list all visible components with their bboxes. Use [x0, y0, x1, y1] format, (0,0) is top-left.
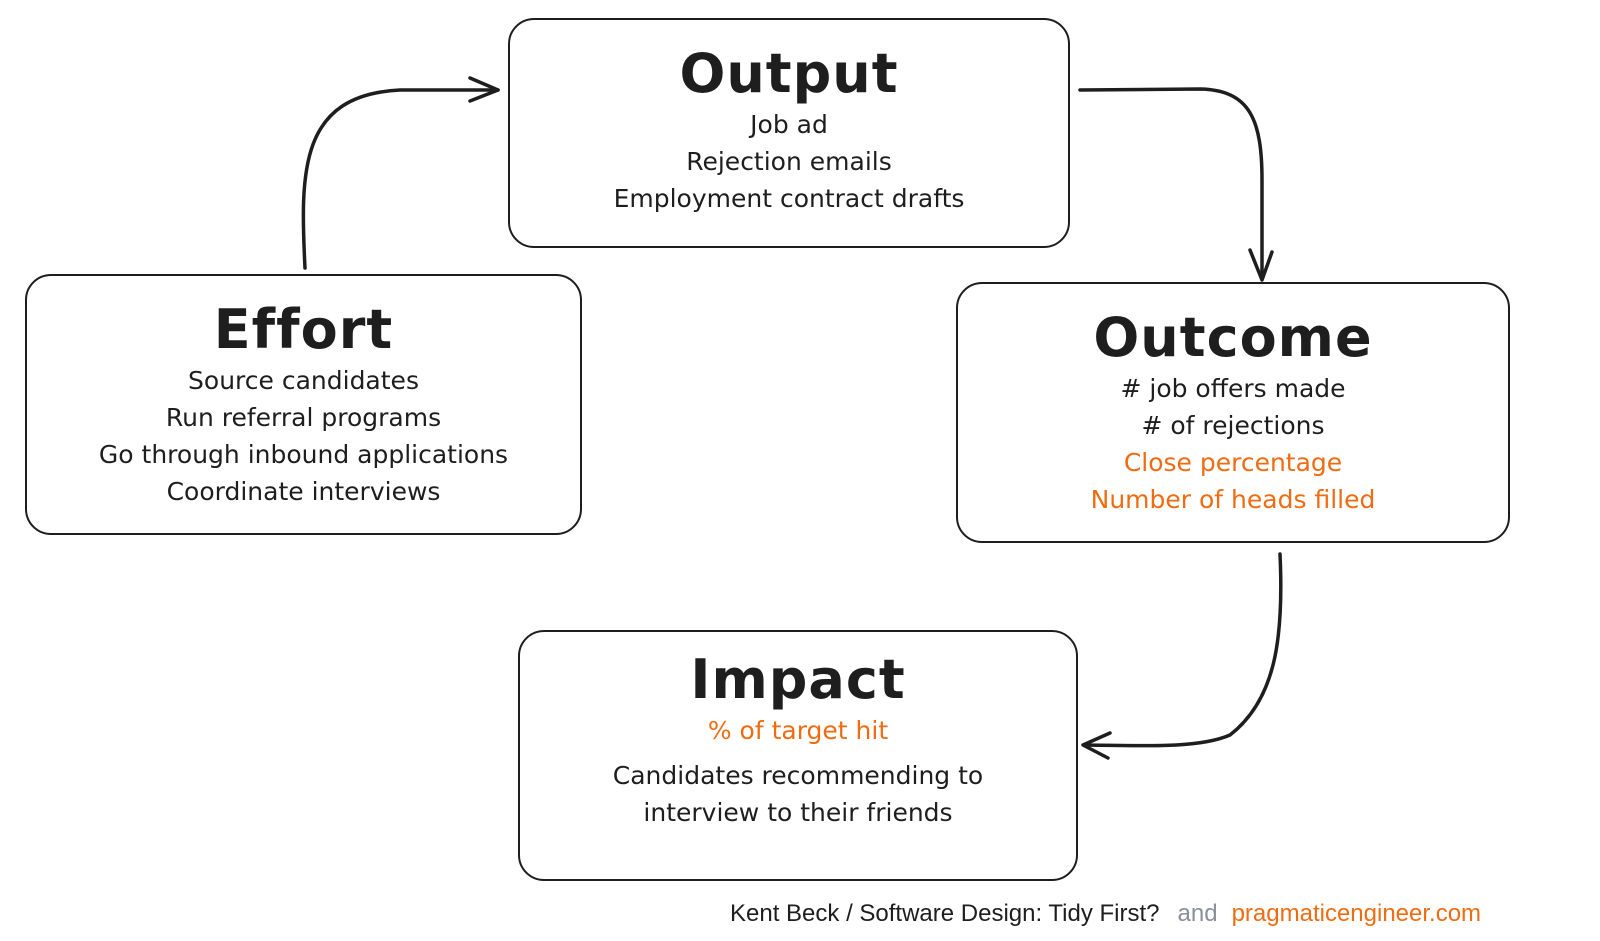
effort-item: Go through inbound applications	[98, 440, 509, 469]
outcome-item: # of rejections	[1141, 411, 1325, 440]
output-item: Job ad	[750, 110, 828, 139]
credit-and: and	[1177, 900, 1218, 927]
output-title: Output	[679, 42, 899, 105]
outcome-item: Close percentage	[1123, 448, 1343, 477]
arrowhead-outcome	[1248, 248, 1274, 282]
effort-item: Coordinate interviews	[166, 477, 441, 506]
credit-book: Kent Beck / Software Design: Tidy First?	[730, 900, 1160, 927]
effort-item: Source candidates	[188, 366, 419, 395]
output-item: Rejection emails	[686, 147, 892, 176]
arrow-effort-to-output	[301, 88, 500, 270]
impact-item: Candidates recommending to	[612, 761, 984, 790]
arrowhead-impact	[1081, 731, 1112, 760]
impact-item: interview to their friends	[643, 798, 953, 827]
credit-line: Kent Beck / Software Design: Tidy First?…	[730, 896, 1481, 932]
arrow-outcome-to-impact	[1083, 552, 1283, 748]
effort-title: Effort	[213, 298, 394, 361]
impact-title: Impact	[690, 648, 906, 711]
effort-item: Run referral programs	[165, 403, 442, 432]
outcome-item: # job offers made	[1120, 374, 1346, 403]
outcome-box: Outcome # job offers made # of rejections…	[956, 282, 1510, 543]
credit-site-link[interactable]: pragmaticengineer.com	[1231, 900, 1482, 927]
impact-item: % of target hit	[707, 716, 889, 745]
arrowhead-output	[468, 76, 500, 103]
outcome-title: Outcome	[1093, 306, 1373, 369]
outcome-item: Number of heads filled	[1090, 485, 1376, 514]
output-item: Employment contract drafts	[613, 184, 965, 213]
arrow-output-to-outcome	[1078, 87, 1264, 280]
